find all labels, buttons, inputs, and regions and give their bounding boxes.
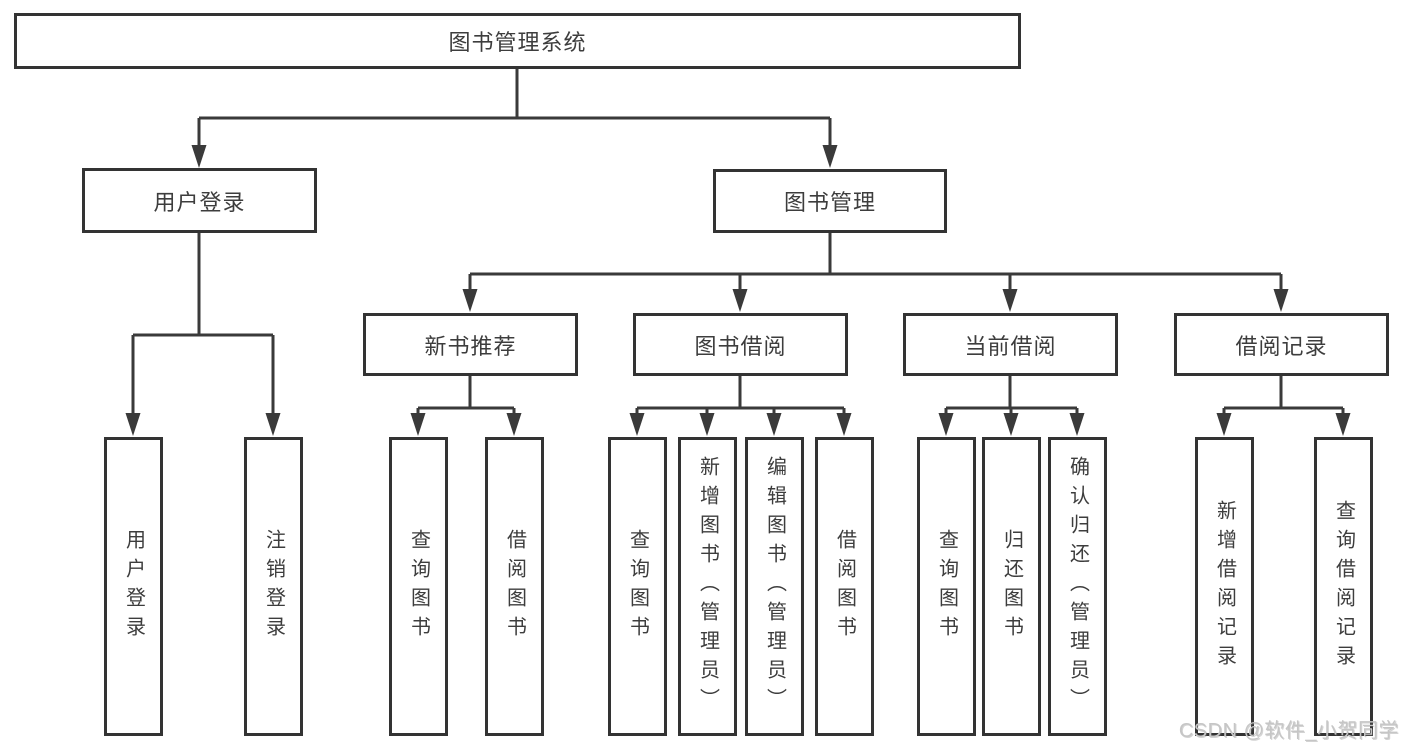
node-borrow-records: 借阅记录: [1174, 313, 1389, 376]
node-user-login-action: 用户登录: [104, 437, 163, 736]
node-add-borrow-record-label: 新增借阅记录: [1213, 499, 1236, 674]
node-borrow-borrow-books-label: 借阅图书: [833, 528, 856, 645]
node-add-borrow-record: 新增借阅记录: [1195, 437, 1254, 736]
node-edit-book-admin: 编辑图书（管理员）: [745, 437, 804, 736]
node-book-borrow-label: 图书借阅: [694, 333, 787, 359]
node-library-system: 图书管理系统: [14, 13, 1021, 69]
node-new-book-recommend-label: 新书推荐: [424, 333, 517, 359]
node-current-query-books: 查询图书: [917, 437, 976, 736]
node-logout-action: 注销登录: [244, 437, 303, 736]
node-logout-action-label: 注销登录: [262, 528, 285, 645]
node-confirm-return-admin-label: 确认归还（管理员）: [1066, 456, 1089, 717]
node-query-borrow-record: 查询借阅记录: [1314, 437, 1373, 736]
node-query-borrow-record-label: 查询借阅记录: [1332, 499, 1355, 674]
node-recommend-borrow-books-label: 借阅图书: [503, 528, 526, 645]
node-book-borrow: 图书借阅: [633, 313, 848, 376]
node-return-book: 归还图书: [982, 437, 1041, 736]
arrowheads: [125, 145, 1351, 436]
node-recommend-query-books: 查询图书: [389, 437, 448, 736]
node-user-login-label: 用户登录: [153, 189, 246, 215]
node-current-borrow-label: 当前借阅: [964, 333, 1057, 359]
node-confirm-return-admin: 确认归还（管理员）: [1048, 437, 1107, 736]
node-borrow-records-label: 借阅记录: [1235, 333, 1328, 359]
node-borrow-query-books-label: 查询图书: [626, 528, 649, 645]
node-user-login-action-label: 用户登录: [122, 528, 145, 645]
node-book-management-label: 图书管理: [783, 190, 876, 215]
node-current-query-books-label: 查询图书: [935, 528, 958, 645]
node-new-book-recommend: 新书推荐: [363, 313, 578, 376]
node-recommend-borrow-books: 借阅图书: [485, 437, 544, 736]
node-user-login: 用户登录: [82, 168, 317, 233]
node-borrow-query-books: 查询图书: [608, 437, 667, 736]
node-book-management: 图书管理: [713, 169, 947, 233]
node-library-system-label: 图书管理系统: [448, 30, 587, 55]
node-current-borrow: 当前借阅: [903, 313, 1118, 376]
node-edit-book-admin-label: 编辑图书（管理员）: [763, 456, 786, 717]
node-borrow-borrow-books: 借阅图书: [815, 437, 874, 736]
node-return-book-label: 归还图书: [1000, 528, 1023, 645]
node-add-book-admin-label: 新增图书（管理员）: [696, 456, 719, 717]
node-add-book-admin: 新增图书（管理员）: [678, 437, 737, 736]
node-recommend-query-books-label: 查询图书: [407, 528, 430, 645]
